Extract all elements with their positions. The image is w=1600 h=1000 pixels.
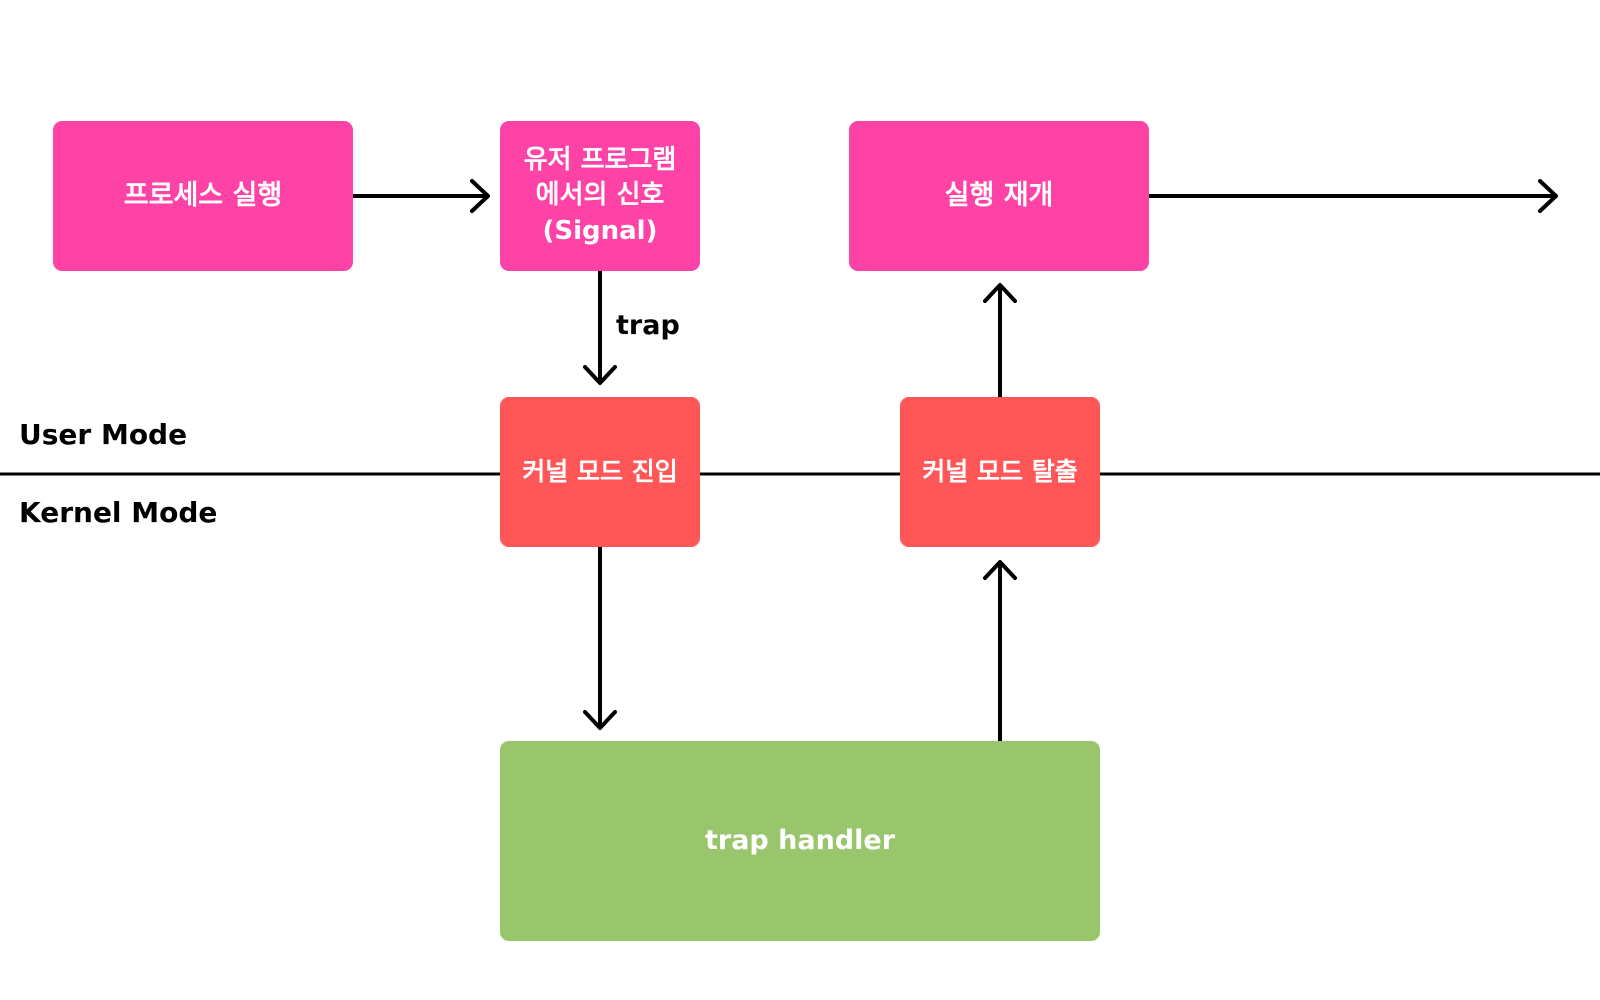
- arrow-kernel-exit-to-resume-head: [983, 283, 1017, 303]
- node-resume-line-1: 실행 재개: [944, 180, 1054, 212]
- node-kernel-enter: 커널 모드 진입: [500, 397, 700, 547]
- node-kernel-exit-line-1: 커널 모드 탈출: [922, 456, 1078, 486]
- node-user-signal-line-1: 유저 프로그램: [523, 145, 677, 176]
- node-process-run-line-1: 프로세스 실행: [123, 180, 283, 212]
- node-user-signal: 유저 프로그램 에서의 신호 (Signal): [500, 121, 700, 271]
- node-kernel-exit: 커널 모드 탈출: [900, 397, 1100, 547]
- node-user-signal-line-3: (Signal): [542, 215, 658, 246]
- arrow-handler-to-kernel-exit-head: [983, 560, 1017, 580]
- arrow-kernel-enter-to-handler-head: [583, 710, 617, 730]
- node-user-signal-line-2: 에서의 신호: [535, 180, 665, 211]
- node-process-run: 프로세스 실행: [53, 121, 353, 271]
- arrow-process-to-signal-head: [470, 179, 490, 213]
- node-kernel-enter-line-1: 커널 모드 진입: [522, 456, 678, 486]
- node-resume: 실행 재개: [849, 121, 1149, 271]
- edge-label-trap: trap: [616, 310, 680, 341]
- user-mode-label: User Mode: [19, 418, 188, 451]
- arrow-signal-to-kernel-enter-head: [583, 365, 617, 385]
- kernel-mode-label: Kernel Mode: [19, 496, 218, 529]
- arrow-resume-out-head: [1538, 179, 1558, 213]
- node-trap-handler-line-1: trap handler: [704, 825, 896, 857]
- node-trap-handler: trap handler: [500, 741, 1100, 941]
